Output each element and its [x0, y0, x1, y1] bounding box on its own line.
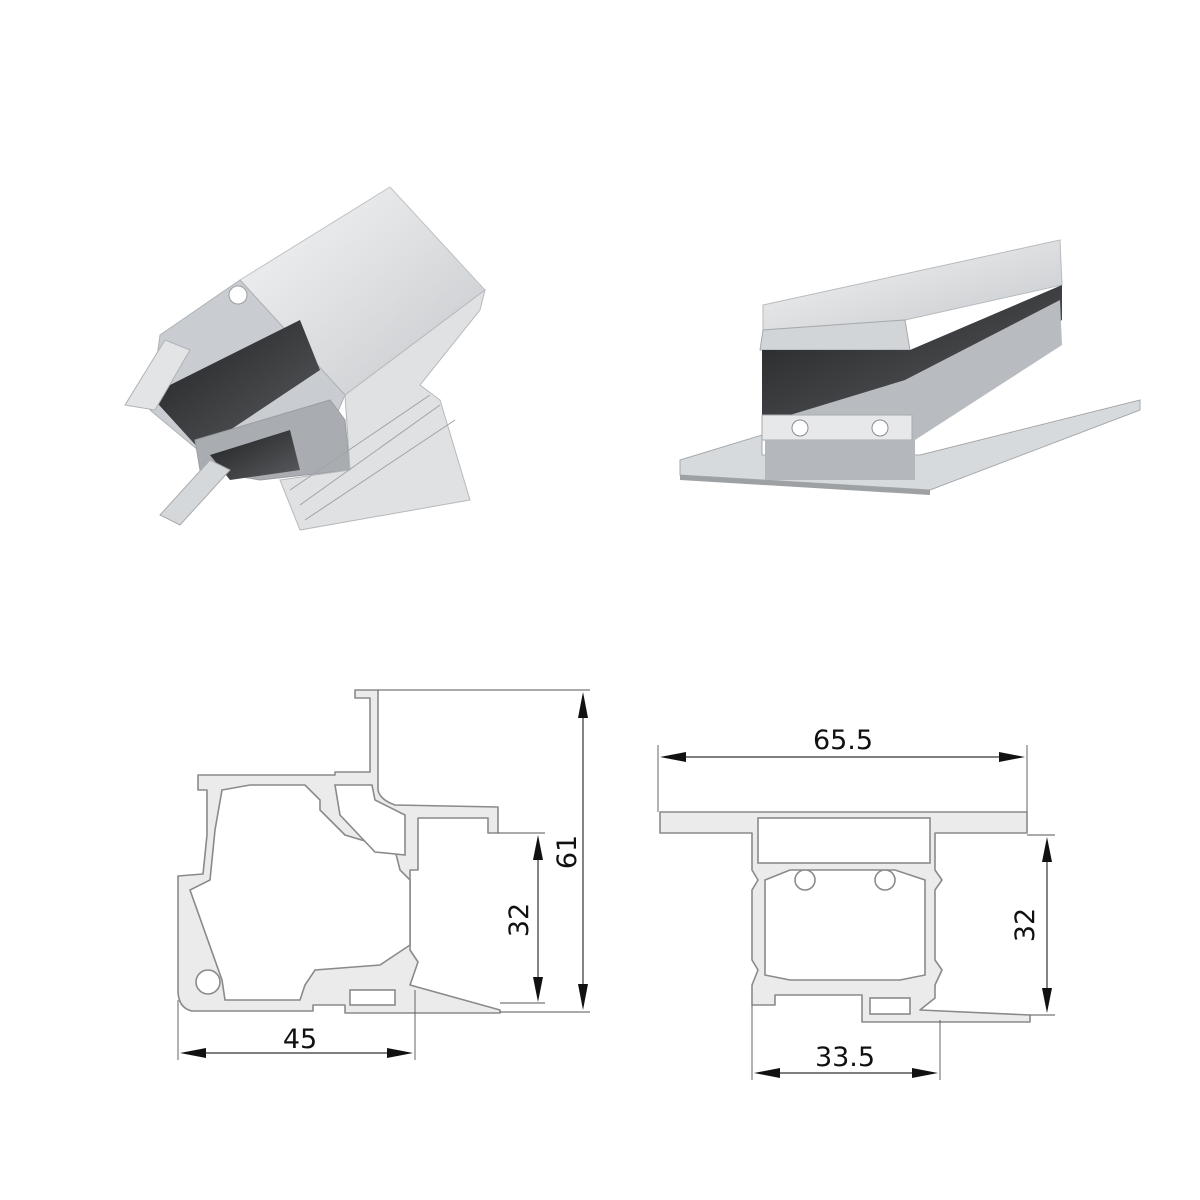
dimension-label-61: 61	[552, 835, 583, 869]
dimension-label-33-5: 33.5	[815, 1042, 875, 1073]
dimension-45: 45	[180, 1024, 413, 1058]
dimension-33-5: 33.5	[754, 1042, 938, 1078]
render-right-profile	[679, 239, 1141, 495]
dimension-label-65-5: 65.5	[813, 725, 873, 756]
dimension-label-32-left: 32	[504, 903, 535, 937]
dimension-32-left: 32	[504, 835, 543, 1002]
right-profile-section	[657, 745, 1055, 1080]
dimension-label-32-right: 32	[1010, 908, 1041, 942]
dimension-65-5: 65.5	[660, 725, 1025, 762]
left-profile-section	[177, 689, 590, 1060]
dimension-label-45: 45	[283, 1024, 317, 1055]
render-left-profile	[124, 186, 486, 531]
dimension-61: 61	[552, 692, 588, 1010]
dimension-32-right: 32	[1010, 837, 1052, 1013]
